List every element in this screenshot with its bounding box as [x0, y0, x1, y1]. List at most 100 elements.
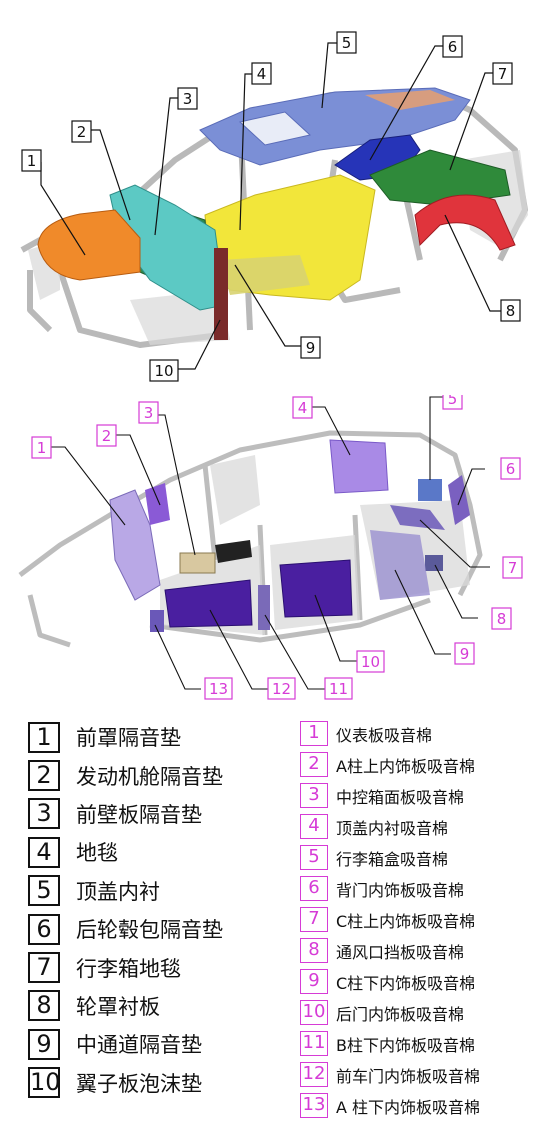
- legend-number: 10: [28, 1067, 61, 1099]
- svg-text:11: 11: [329, 680, 348, 698]
- legend-label: 前车门内饰板吸音棉: [336, 1066, 481, 1086]
- bottom-leader-lines: [51, 396, 490, 690]
- legend-number: 8: [28, 990, 60, 1022]
- legend-number: 3: [300, 783, 328, 808]
- legend-left-item: 6 后轮毂包隔音垫: [28, 910, 288, 948]
- absorber-vent-flap: [425, 555, 443, 571]
- legend-left-item: 2 发动机舱隔音垫: [28, 756, 288, 794]
- absorber-c-pillar-lower: [370, 530, 430, 600]
- legend-label: A 柱下内饰板吸音棉: [336, 1097, 481, 1117]
- legend-label: 行李箱盒吸音棉: [336, 849, 449, 869]
- bottom-callout-8: 8: [491, 607, 512, 630]
- headliner-sunroof: [238, 111, 312, 146]
- legend-right-item: 13 A 柱下内饰板吸音棉: [300, 1090, 550, 1121]
- legend-label: 顶盖内衬: [76, 879, 160, 904]
- svg-text:7: 7: [508, 559, 518, 577]
- legend-number: 2: [300, 752, 328, 777]
- svg-text:9: 9: [460, 645, 470, 663]
- legend-number: 1: [300, 721, 328, 746]
- top-callout-1: 1: [21, 149, 42, 172]
- legend-number: 13: [300, 1093, 328, 1118]
- bottom-diagram: 1 2 3 4 5 6 7 8 9 10 11 12: [0, 387, 555, 710]
- svg-text:4: 4: [298, 399, 308, 417]
- legend-number: 7: [300, 907, 328, 932]
- svg-text:1: 1: [27, 152, 37, 170]
- trunk-carpet-part: [369, 149, 511, 206]
- bottom-callout-1: 1: [31, 436, 52, 459]
- legend-right-item: 5 行李箱盒吸音棉: [300, 842, 550, 873]
- absorber-trunk-box: [418, 479, 442, 501]
- legend-left-item: 4 地毯: [28, 833, 288, 871]
- legend-label: 行李箱地毯: [76, 956, 181, 981]
- legend-label: 中控箱面板吸音棉: [336, 787, 465, 807]
- legend-label: 地毯: [76, 841, 118, 866]
- legend-label: 前壁板隔音垫: [76, 802, 202, 827]
- bottom-callout-9: 9: [454, 642, 475, 665]
- absorber-b-pillar-lower: [258, 585, 270, 630]
- bottom-callout-10: 10: [356, 650, 385, 673]
- svg-text:4: 4: [257, 65, 267, 83]
- bottom-callout-2: 2: [96, 424, 117, 447]
- legend-left-item: 5 顶盖内衬: [28, 872, 288, 910]
- svg-text:10: 10: [154, 362, 173, 380]
- wheel-liner-part: [414, 194, 516, 251]
- svg-text:10: 10: [361, 653, 380, 671]
- bottom-callout-3: 3: [138, 401, 159, 424]
- legend-right-item: 1 仪表板吸音棉: [300, 718, 550, 749]
- absorber-a-pillar-lower: [150, 610, 164, 632]
- svg-text:7: 7: [498, 65, 508, 83]
- svg-text:6: 6: [448, 38, 458, 56]
- legend-number: 4: [28, 836, 60, 868]
- legend-number: 5: [28, 875, 60, 907]
- legend-label: 后门内饰板吸音棉: [336, 1004, 465, 1024]
- legend-number: 7: [28, 952, 60, 984]
- legend-number: 9: [300, 969, 328, 994]
- absorber-front-door: [164, 579, 253, 628]
- legend-number: 10: [300, 1000, 328, 1025]
- svg-text:2: 2: [77, 123, 87, 141]
- svg-text:5: 5: [342, 34, 352, 52]
- top-callout-7: 7: [492, 62, 513, 85]
- legend-label: C柱上内饰板吸音棉: [336, 911, 476, 931]
- legend-right-item: 10 后门内饰板吸音棉: [300, 997, 550, 1028]
- legend-number: 6: [28, 913, 60, 945]
- legend-left-item: 8 轮罩衬板: [28, 987, 288, 1025]
- svg-text:9: 9: [306, 339, 316, 357]
- legend-number: 5: [300, 845, 328, 870]
- svg-text:6: 6: [506, 460, 516, 478]
- svg-text:13: 13: [209, 680, 228, 698]
- legend-label: 后轮毂包隔音垫: [76, 918, 223, 943]
- svg-text:3: 3: [183, 90, 193, 108]
- hood-pad-part: [37, 209, 141, 281]
- bottom-callout-12: 12: [267, 677, 296, 700]
- top-callout-6: 6: [442, 35, 463, 58]
- top-callout-10: 10: [149, 359, 179, 382]
- bottom-callout-5: 5: [442, 387, 463, 410]
- svg-text:8: 8: [497, 610, 507, 628]
- legend-label: 仪表板吸音棉: [336, 725, 433, 745]
- legend-label: 顶盖内衬吸音棉: [336, 818, 449, 838]
- legend-number: 2: [28, 760, 60, 792]
- legend-label: 轮罩衬板: [76, 994, 160, 1019]
- legend-label: 背门内饰板吸音棉: [336, 880, 465, 900]
- svg-text:1: 1: [37, 439, 47, 457]
- legend-number: 9: [28, 1028, 60, 1060]
- top-callout-9: 9: [300, 336, 321, 359]
- svg-text:12: 12: [272, 680, 291, 698]
- bottom-callout-6: 6: [500, 457, 521, 480]
- top-callout-5: 5: [336, 31, 357, 54]
- legend-label: 发动机舱隔音垫: [76, 764, 223, 789]
- top-callout-2: 2: [71, 120, 92, 143]
- legend-right-item: 3 中控箱面板吸音棉: [300, 780, 550, 811]
- top-diagram: 1 2 3 4 5 6 7 8 9 10: [0, 0, 555, 395]
